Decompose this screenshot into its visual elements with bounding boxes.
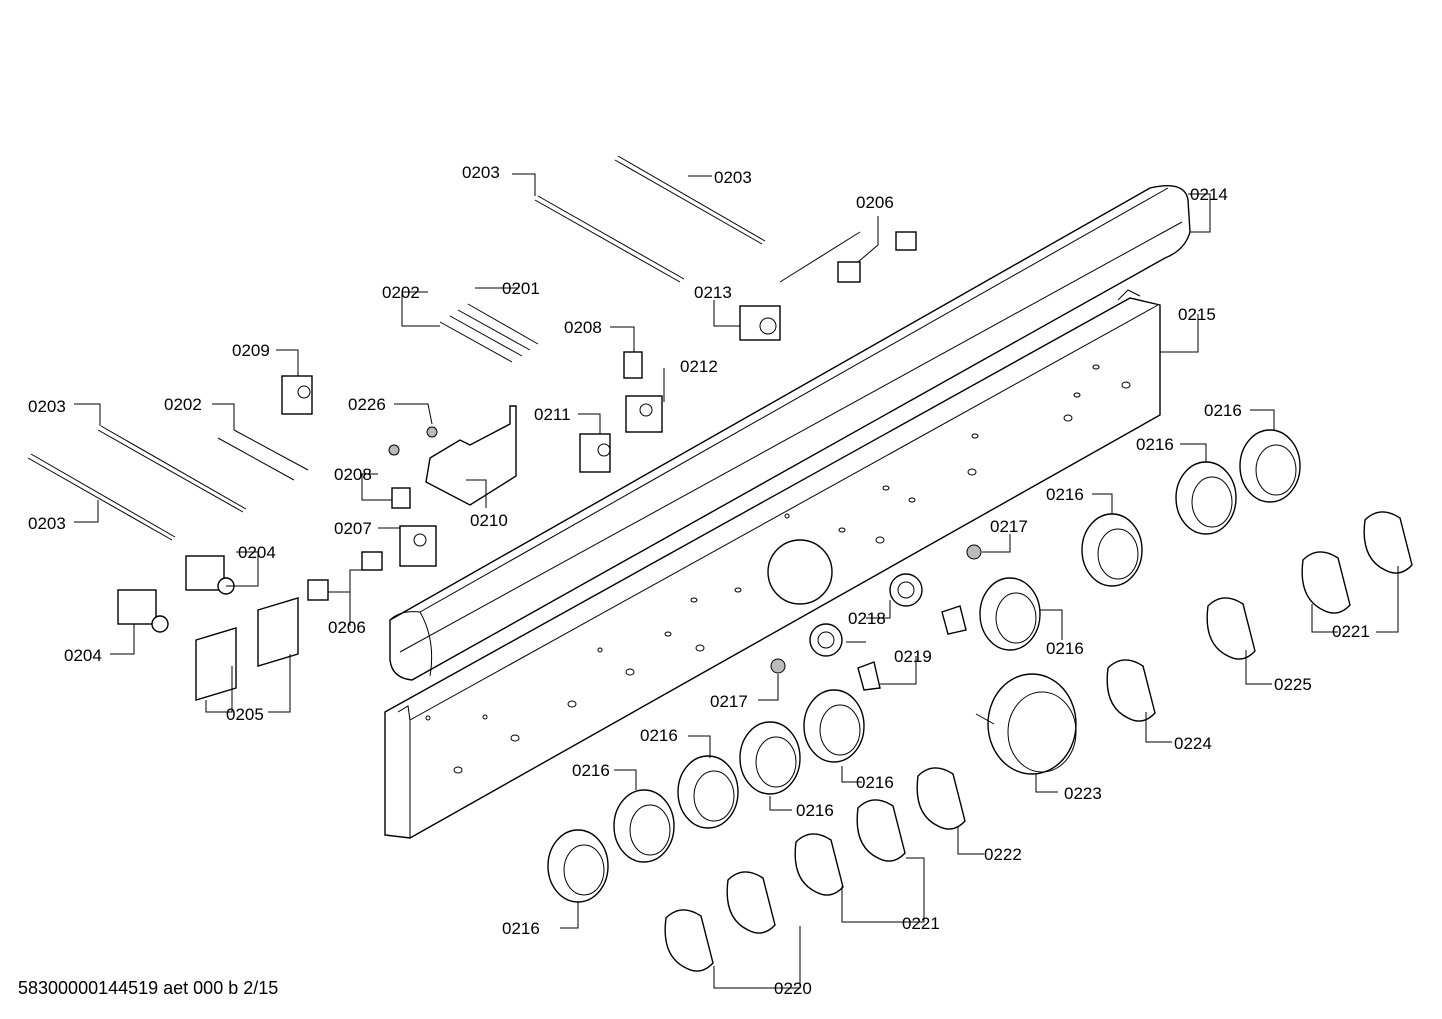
- label-0216: 0216: [1046, 485, 1084, 504]
- label-0202: 0202: [164, 395, 202, 414]
- document-code: 58300000144519 aet 000 b 2/15: [18, 978, 279, 998]
- label-0208: 0208: [334, 465, 372, 484]
- label-0216: 0216: [502, 919, 540, 938]
- label-0209: 0209: [232, 341, 270, 360]
- label-0216: 0216: [1204, 401, 1242, 420]
- label-0214: 0214: [1190, 185, 1228, 204]
- label-0217: 0217: [710, 692, 748, 711]
- label-0201: 0201: [502, 279, 540, 298]
- label-0203: 0203: [462, 163, 500, 182]
- label-0224: 0224: [1174, 734, 1212, 753]
- label-0212: 0212: [680, 357, 718, 376]
- label-0210: 0210: [470, 511, 508, 530]
- label-0217: 0217: [990, 517, 1028, 536]
- label-0226: 0226: [348, 395, 386, 414]
- knob-rings: [547, 429, 1301, 903]
- label-0203: 0203: [28, 397, 66, 416]
- label-0216: 0216: [572, 761, 610, 780]
- part-labels: 0203 0203 0206 0214 0202 0201 0213 0208 …: [28, 163, 1370, 998]
- label-0213: 0213: [694, 283, 732, 302]
- fascia-holes: [425, 364, 1131, 774]
- label-0220: 0220: [774, 979, 812, 998]
- front-fascia-panel: [384, 289, 1161, 839]
- label-0222: 0222: [984, 845, 1022, 864]
- label-0203: 0203: [28, 514, 66, 533]
- label-0216: 0216: [796, 801, 834, 820]
- label-0204: 0204: [238, 543, 276, 562]
- rods: [217, 303, 539, 481]
- control-knobs: [664, 511, 1413, 972]
- label-0225: 0225: [1274, 675, 1312, 694]
- label-0202: 0202: [382, 283, 420, 302]
- components: [117, 231, 982, 701]
- label-0211: 0211: [534, 405, 571, 424]
- label-0216: 0216: [640, 726, 678, 745]
- label-0215: 0215: [1178, 305, 1216, 324]
- label-0208: 0208: [564, 318, 602, 337]
- label-0216: 0216: [856, 773, 894, 792]
- label-0203: 0203: [714, 168, 752, 187]
- label-0207: 0207: [334, 519, 372, 538]
- label-0205: 0205: [226, 705, 264, 724]
- label-0219: 0219: [894, 647, 932, 666]
- label-0216: 0216: [1136, 435, 1174, 454]
- label-0206: 0206: [328, 618, 366, 637]
- label-0218: 0218: [848, 609, 886, 628]
- label-0221: 0221: [1332, 622, 1370, 641]
- label-0216: 0216: [1046, 639, 1084, 658]
- label-0223: 0223: [1064, 784, 1102, 803]
- leader-lines: [74, 173, 1399, 989]
- label-0221: 0221: [902, 914, 940, 933]
- label-0204: 0204: [64, 646, 102, 665]
- control-panel-bar: [389, 185, 1191, 681]
- ignition-wires: [27, 155, 766, 541]
- label-0206: 0206: [856, 193, 894, 212]
